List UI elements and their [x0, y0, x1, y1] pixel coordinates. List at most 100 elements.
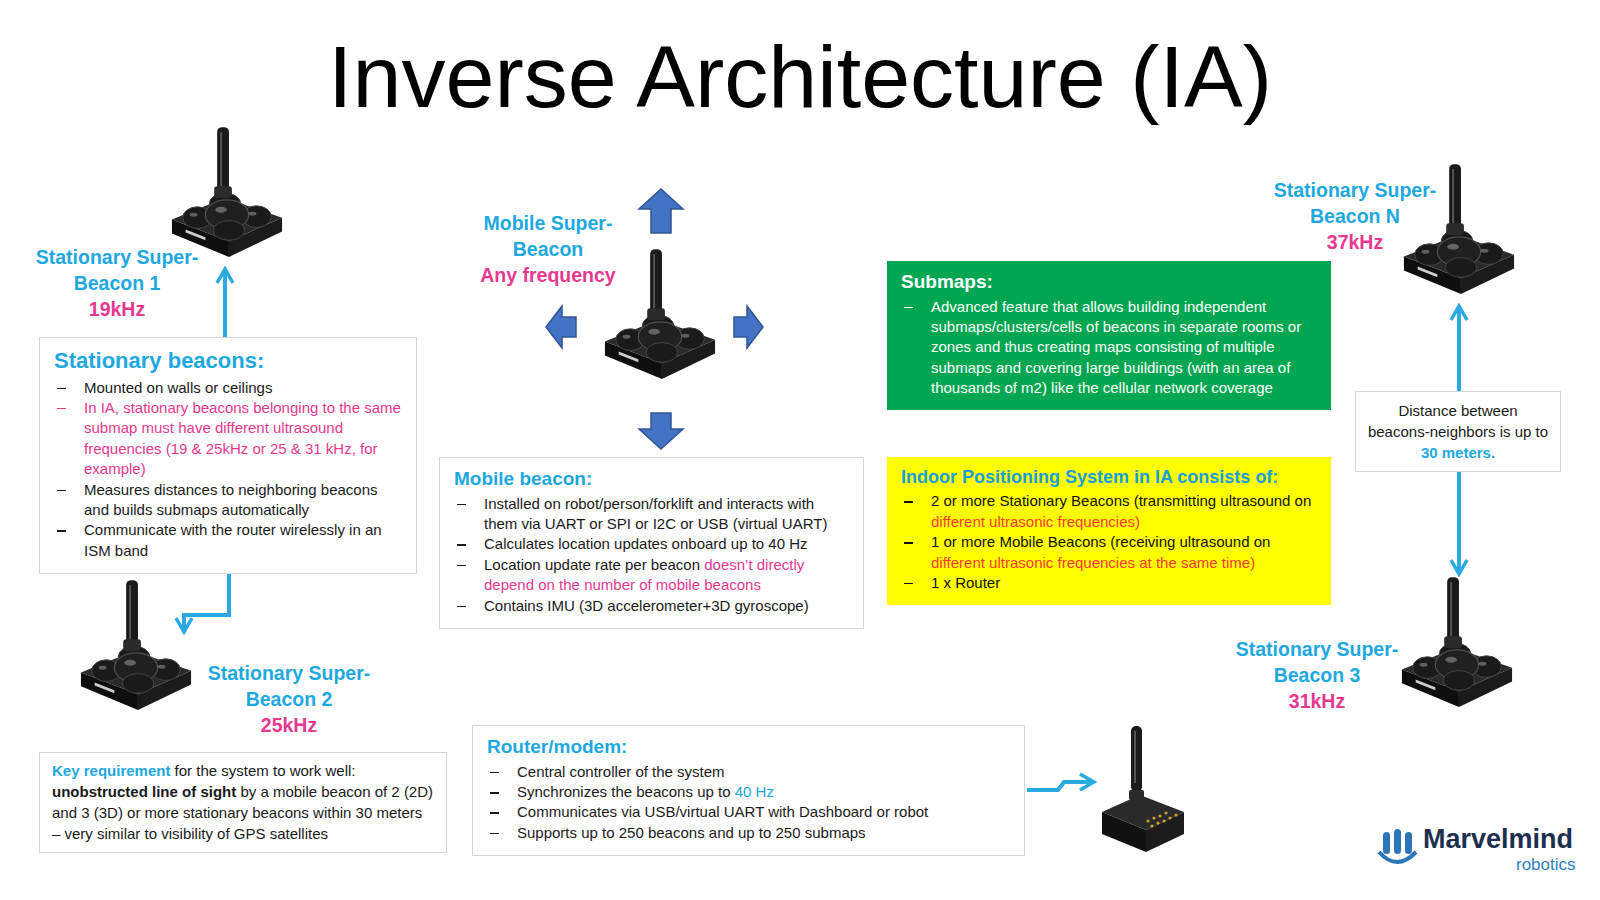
text-run: or [944, 533, 957, 550]
text-run [178, 783, 182, 800]
text-run [351, 804, 355, 821]
text-run: beacons [636, 783, 693, 800]
text-run [1438, 444, 1442, 461]
text-run [196, 783, 200, 800]
bullet-item: In IA, stationary beacons belonging to t… [54, 398, 402, 480]
beacon-name: Stationary Super-Beacon 1 [22, 244, 212, 296]
bullet-item: Synchronizes the beacons up to 40 Hz [487, 782, 1010, 802]
text-run: ultrasonic [989, 513, 1053, 530]
text-run: different [931, 513, 985, 530]
text-run [265, 825, 269, 842]
text-run [607, 783, 611, 800]
text-run: the [1156, 554, 1177, 571]
beacon-node: Stationary Super-Beacon 225kHz [77, 632, 195, 722]
note-box: Distance between beacons-neighbors is up… [1355, 391, 1561, 472]
beacon-picture [1402, 577, 1512, 707]
info-box: Router/modem:Central controller of the s… [472, 725, 1025, 856]
text-run [400, 783, 404, 800]
beacon-name: Stationary Super-Beacon 2 [194, 660, 384, 712]
beacon-picture [172, 127, 282, 257]
connector-arrow [1457, 472, 1461, 574]
beacon-node: Mobile Super-BeaconAny frequency [601, 246, 719, 391]
info-box: Indoor Positioning System in IA consists… [887, 457, 1331, 605]
text-run [985, 513, 989, 530]
text-run [1511, 423, 1515, 440]
text-run [60, 825, 64, 842]
text-run [140, 804, 144, 821]
connector-arrow [184, 574, 229, 632]
text-run [123, 804, 127, 821]
text-run [714, 783, 718, 800]
text-run: frequencies [1057, 554, 1135, 571]
text-run [217, 762, 221, 779]
text-run: ultrasound [1180, 533, 1250, 550]
box-heading: Mobile beacon: [454, 467, 849, 492]
text-run: Key [52, 762, 80, 779]
text-run: mobile [656, 576, 700, 593]
text-run: at [1139, 554, 1152, 571]
text-run: Location [484, 556, 541, 573]
text-run [157, 825, 161, 842]
text-run: mobile [273, 783, 317, 800]
text-run: beacons-neighbors [1368, 423, 1496, 440]
bullet-item: 2 or more Stationary Beacons (transmitti… [901, 491, 1317, 532]
text-run: beacon [651, 556, 700, 573]
text-run: up [1515, 423, 1532, 440]
text-run [1152, 554, 1156, 571]
text-run [957, 533, 961, 550]
text-run [1457, 402, 1461, 419]
text-run: more [145, 804, 179, 821]
text-run [700, 576, 704, 593]
text-run [256, 783, 260, 800]
text-run: frequencies) [1057, 513, 1140, 530]
text-run [693, 783, 697, 800]
box-heading: Indoor Positioning System in IA consists… [901, 466, 1317, 489]
frequency-label: 19kHz [22, 296, 212, 322]
text-run: within [313, 804, 351, 821]
text-run: by [240, 783, 256, 800]
bullet-item: Contains IMU (3D accelerometer+3D gyrosc… [454, 596, 849, 616]
bullet-item: Central controller of the system [487, 762, 1010, 782]
motion-arrow [734, 306, 763, 348]
text-run [387, 783, 391, 800]
text-run [372, 804, 376, 821]
text-run [751, 783, 755, 800]
bullet-item: Measures distances to neighboring beacon… [54, 480, 402, 521]
text-run [230, 825, 234, 842]
frequency-label: Any frequency [468, 262, 628, 288]
text-run: and [52, 804, 77, 821]
text-run: beacons [252, 804, 309, 821]
text-run: meters. [1442, 444, 1495, 461]
text-run: sight [200, 783, 236, 800]
text-run: on [538, 576, 555, 593]
info-box: Submaps:Advanced feature that allows bui… [887, 261, 1331, 410]
text-run [321, 762, 325, 779]
text-run [1175, 533, 1179, 550]
beacon-label-group: Mobile Super-BeaconAny frequency [468, 210, 628, 288]
text-run: up [697, 783, 714, 800]
bullet-item: Communicate with the router wirelessly i… [54, 520, 402, 561]
logo-subtext: robotics [1516, 856, 1576, 873]
text-run: work [290, 762, 322, 779]
text-run [580, 576, 584, 593]
logo-icon [1379, 829, 1416, 862]
text-run: visibility [161, 825, 213, 842]
text-run [309, 804, 313, 821]
text-run [1218, 554, 1222, 571]
text-run [635, 576, 639, 593]
text-run [534, 576, 538, 593]
text-run [1177, 554, 1181, 571]
text-run: 2 [391, 783, 399, 800]
text-run: more [961, 492, 995, 509]
text-run [269, 762, 273, 779]
text-run: system [221, 762, 269, 779]
beacon-name: Stationary Super-Beacon 3 [1222, 636, 1412, 688]
text-run: time) [1222, 554, 1255, 571]
text-run [957, 492, 961, 509]
text-run: to [1536, 423, 1549, 440]
box-heading: Router/modem: [487, 735, 1010, 760]
text-run: depend [484, 576, 534, 593]
text-run [541, 556, 545, 573]
text-run: 30 [356, 804, 373, 821]
note-text: Distance between beacons-neighbors is up… [1366, 400, 1550, 463]
